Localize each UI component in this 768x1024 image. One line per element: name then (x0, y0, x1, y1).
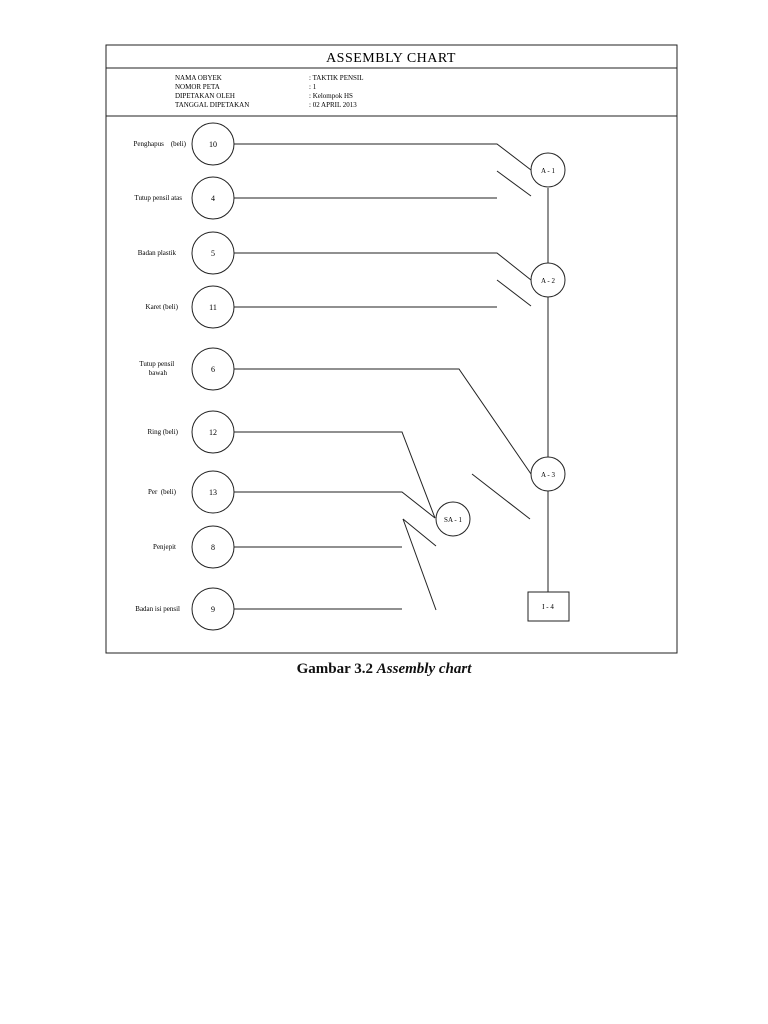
component-node: 4 (191, 176, 235, 220)
info-value: : Kelompok HS (309, 92, 353, 100)
component-node: 13 (191, 470, 235, 514)
component-number: 12 (209, 428, 217, 437)
connector-line (234, 431, 436, 519)
assembly-nodes: A - 1 A - 2 A - 3 SA - 1 (435, 152, 566, 537)
connector-line (234, 143, 532, 171)
component-node: 6 (191, 347, 235, 391)
component-label: Tutup pensil atas (134, 194, 182, 202)
component-number: 11 (209, 303, 217, 312)
component-node: 11 (191, 285, 235, 329)
inspection-label: I - 4 (542, 603, 554, 611)
component-number: 4 (211, 194, 215, 203)
chart-title: ASSEMBLY CHART (326, 51, 456, 66)
assembly-chart: ASSEMBLY CHART NAMA OBYEK : TAKTIK PENSI… (105, 44, 678, 654)
component-node: 5 (191, 231, 235, 275)
info-value: : 1 (309, 83, 317, 91)
component-label-multiline: Tutup pensil bawah (139, 360, 176, 377)
caption-prefix: Gambar 3.2 (296, 661, 377, 677)
component-label: Penjepit (153, 543, 176, 551)
chart-frame (105, 44, 678, 654)
connector-lines (234, 143, 549, 611)
assembly-label: SA - 1 (444, 516, 462, 524)
component-number: 10 (209, 140, 217, 149)
assembly-node: A - 1 (530, 152, 566, 188)
info-label: TANGGAL DIPETAKAN (175, 101, 249, 109)
assembly-node: A - 3 (530, 456, 566, 492)
connector-line (234, 491, 436, 519)
assembly-node: A - 2 (530, 262, 566, 298)
component-label-line: bawah (149, 369, 168, 377)
component-number: 6 (211, 365, 215, 374)
info-value: : 02 APRIL 2013 (309, 101, 357, 109)
caption-italic: Assembly chart (376, 661, 472, 677)
component-label: Badan isi pensil (135, 605, 180, 613)
component-circles: 10 4 5 11 6 12 13 8 (191, 122, 235, 631)
component-label-line: Tutup pensil (139, 360, 174, 368)
component-node: 8 (191, 525, 235, 569)
component-label: Per (beli) (148, 488, 177, 496)
connector-line (496, 170, 532, 197)
assembly-label: A - 2 (541, 277, 556, 285)
component-labels: Penghapus (beli) Tutup pensil atas Badan… (134, 140, 187, 613)
component-label: Karet (beli) (146, 303, 179, 311)
connector-line (496, 279, 532, 307)
component-node: 9 (191, 587, 235, 631)
info-block: NAMA OBYEK : TAKTIK PENSIL NOMOR PETA : … (175, 74, 364, 109)
assembly-label: A - 3 (541, 471, 556, 479)
component-node: 10 (191, 122, 235, 166)
info-label: NOMOR PETA (175, 83, 220, 91)
connector-line (402, 518, 437, 611)
component-label: Penghapus (beli) (134, 140, 187, 148)
assembly-label: A - 1 (541, 167, 556, 175)
component-number: 9 (211, 605, 215, 614)
inspection-node: I - 4 (527, 591, 570, 622)
component-node: 12 (191, 410, 235, 454)
subassembly-node: SA - 1 (435, 501, 471, 537)
connector-line (471, 473, 531, 520)
component-number: 5 (211, 249, 215, 258)
component-label: Badan plastik (138, 249, 177, 257)
figure-caption: Gambar 3.2 Assembly chart (0, 661, 768, 678)
info-label: DIPETAKAN OLEH (175, 92, 235, 100)
component-number: 13 (209, 488, 217, 497)
info-value: : TAKTIK PENSIL (309, 74, 364, 82)
connector-line (234, 368, 532, 475)
component-label: Ring (beli) (147, 428, 178, 436)
info-label: NAMA OBYEK (175, 74, 222, 82)
connector-line (234, 252, 532, 281)
connector-line (402, 518, 437, 547)
component-number: 8 (211, 543, 215, 552)
